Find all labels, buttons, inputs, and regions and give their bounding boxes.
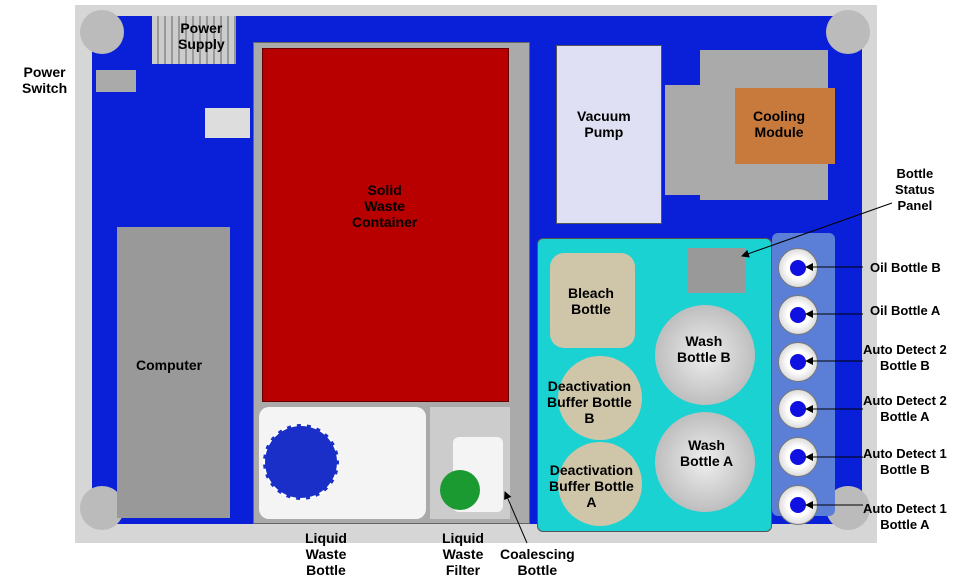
label-line: Power xyxy=(23,64,66,80)
liquid-waste-cap xyxy=(263,424,339,500)
label-line: Auto Detect 2 xyxy=(863,393,947,408)
computer xyxy=(117,227,230,518)
label-line: Wash xyxy=(688,437,725,453)
label-line: Deactivation xyxy=(549,462,634,478)
foot xyxy=(80,486,124,530)
label-line: Module xyxy=(754,124,804,140)
label-line: Auto Detect 1 xyxy=(863,501,947,516)
label-line: Buffer Bottle xyxy=(549,478,634,494)
deactivation-buffer-bottle-a xyxy=(558,442,642,526)
pump-motor xyxy=(665,85,700,195)
label-line: Cooling xyxy=(753,108,806,124)
label-line: Supply xyxy=(178,36,225,52)
label-line: Bottle xyxy=(571,301,611,317)
label-line: Bottle B xyxy=(879,358,930,373)
oil-bottle-a-label: Oil Bottle A xyxy=(870,303,941,318)
solid-waste-container xyxy=(262,48,509,402)
deactivation-buffer-bottle-b xyxy=(558,356,642,440)
label-line: Bottle A xyxy=(880,409,930,424)
label-line: Liquid xyxy=(305,530,347,546)
auto-detect-2-bottle-b-cap xyxy=(778,342,818,382)
oil-bottle-b-label: Oil Bottle B xyxy=(870,260,941,275)
liquid-waste-filter xyxy=(440,470,480,510)
label-line: Wash xyxy=(685,333,723,349)
bleach-bottle xyxy=(550,253,635,348)
power-switch[interactable] xyxy=(96,70,136,92)
label-line: Bottle B xyxy=(879,462,930,477)
power-supply xyxy=(152,16,236,64)
label-line: Vacuum xyxy=(577,108,631,124)
label-line: Bottle xyxy=(517,562,558,578)
cooling-module xyxy=(735,88,835,164)
vacuum-pump xyxy=(556,45,662,224)
oil-bottle-a-cap xyxy=(778,295,818,335)
label-line: B xyxy=(584,410,595,426)
label-line: Bottle B xyxy=(677,349,731,365)
label-line: Auto Detect 1 xyxy=(863,446,947,461)
leader-line xyxy=(504,491,528,544)
bottle-status-panel xyxy=(688,248,746,293)
label-line: Bottle A xyxy=(680,453,734,469)
bracket xyxy=(205,108,250,138)
label-line: Pump xyxy=(584,124,624,140)
label-line: Liquid xyxy=(442,530,484,546)
label-line: Waste xyxy=(364,198,406,214)
label-line: Filter xyxy=(445,562,481,578)
leader-line xyxy=(741,202,893,258)
label-line: Waste xyxy=(305,546,347,562)
label-line: Waste xyxy=(442,546,484,562)
label-line: Status xyxy=(895,182,935,197)
label-line: Bottle A xyxy=(880,517,930,532)
label-line: Container xyxy=(352,214,418,230)
foot xyxy=(80,10,124,54)
label-line: Panel xyxy=(897,198,933,213)
label-line: Switch xyxy=(22,80,68,96)
computer-label: Computer xyxy=(136,357,203,373)
label-line: Deactivation xyxy=(547,378,632,394)
wash-bottle-b xyxy=(655,305,755,405)
label-line: Coalescing xyxy=(500,546,575,562)
label-line: A xyxy=(586,494,597,510)
label-line: Bottle xyxy=(896,166,934,181)
label-line: Solid xyxy=(367,182,402,198)
label-line: Bleach xyxy=(568,285,614,301)
label-line: Auto Detect 2 xyxy=(863,342,947,357)
label-line: Buffer Bottle xyxy=(547,394,632,410)
label-line: Power xyxy=(180,20,223,36)
label-line: Bottle xyxy=(306,562,346,578)
foot xyxy=(826,10,870,54)
wash-bottle-a xyxy=(655,412,755,512)
